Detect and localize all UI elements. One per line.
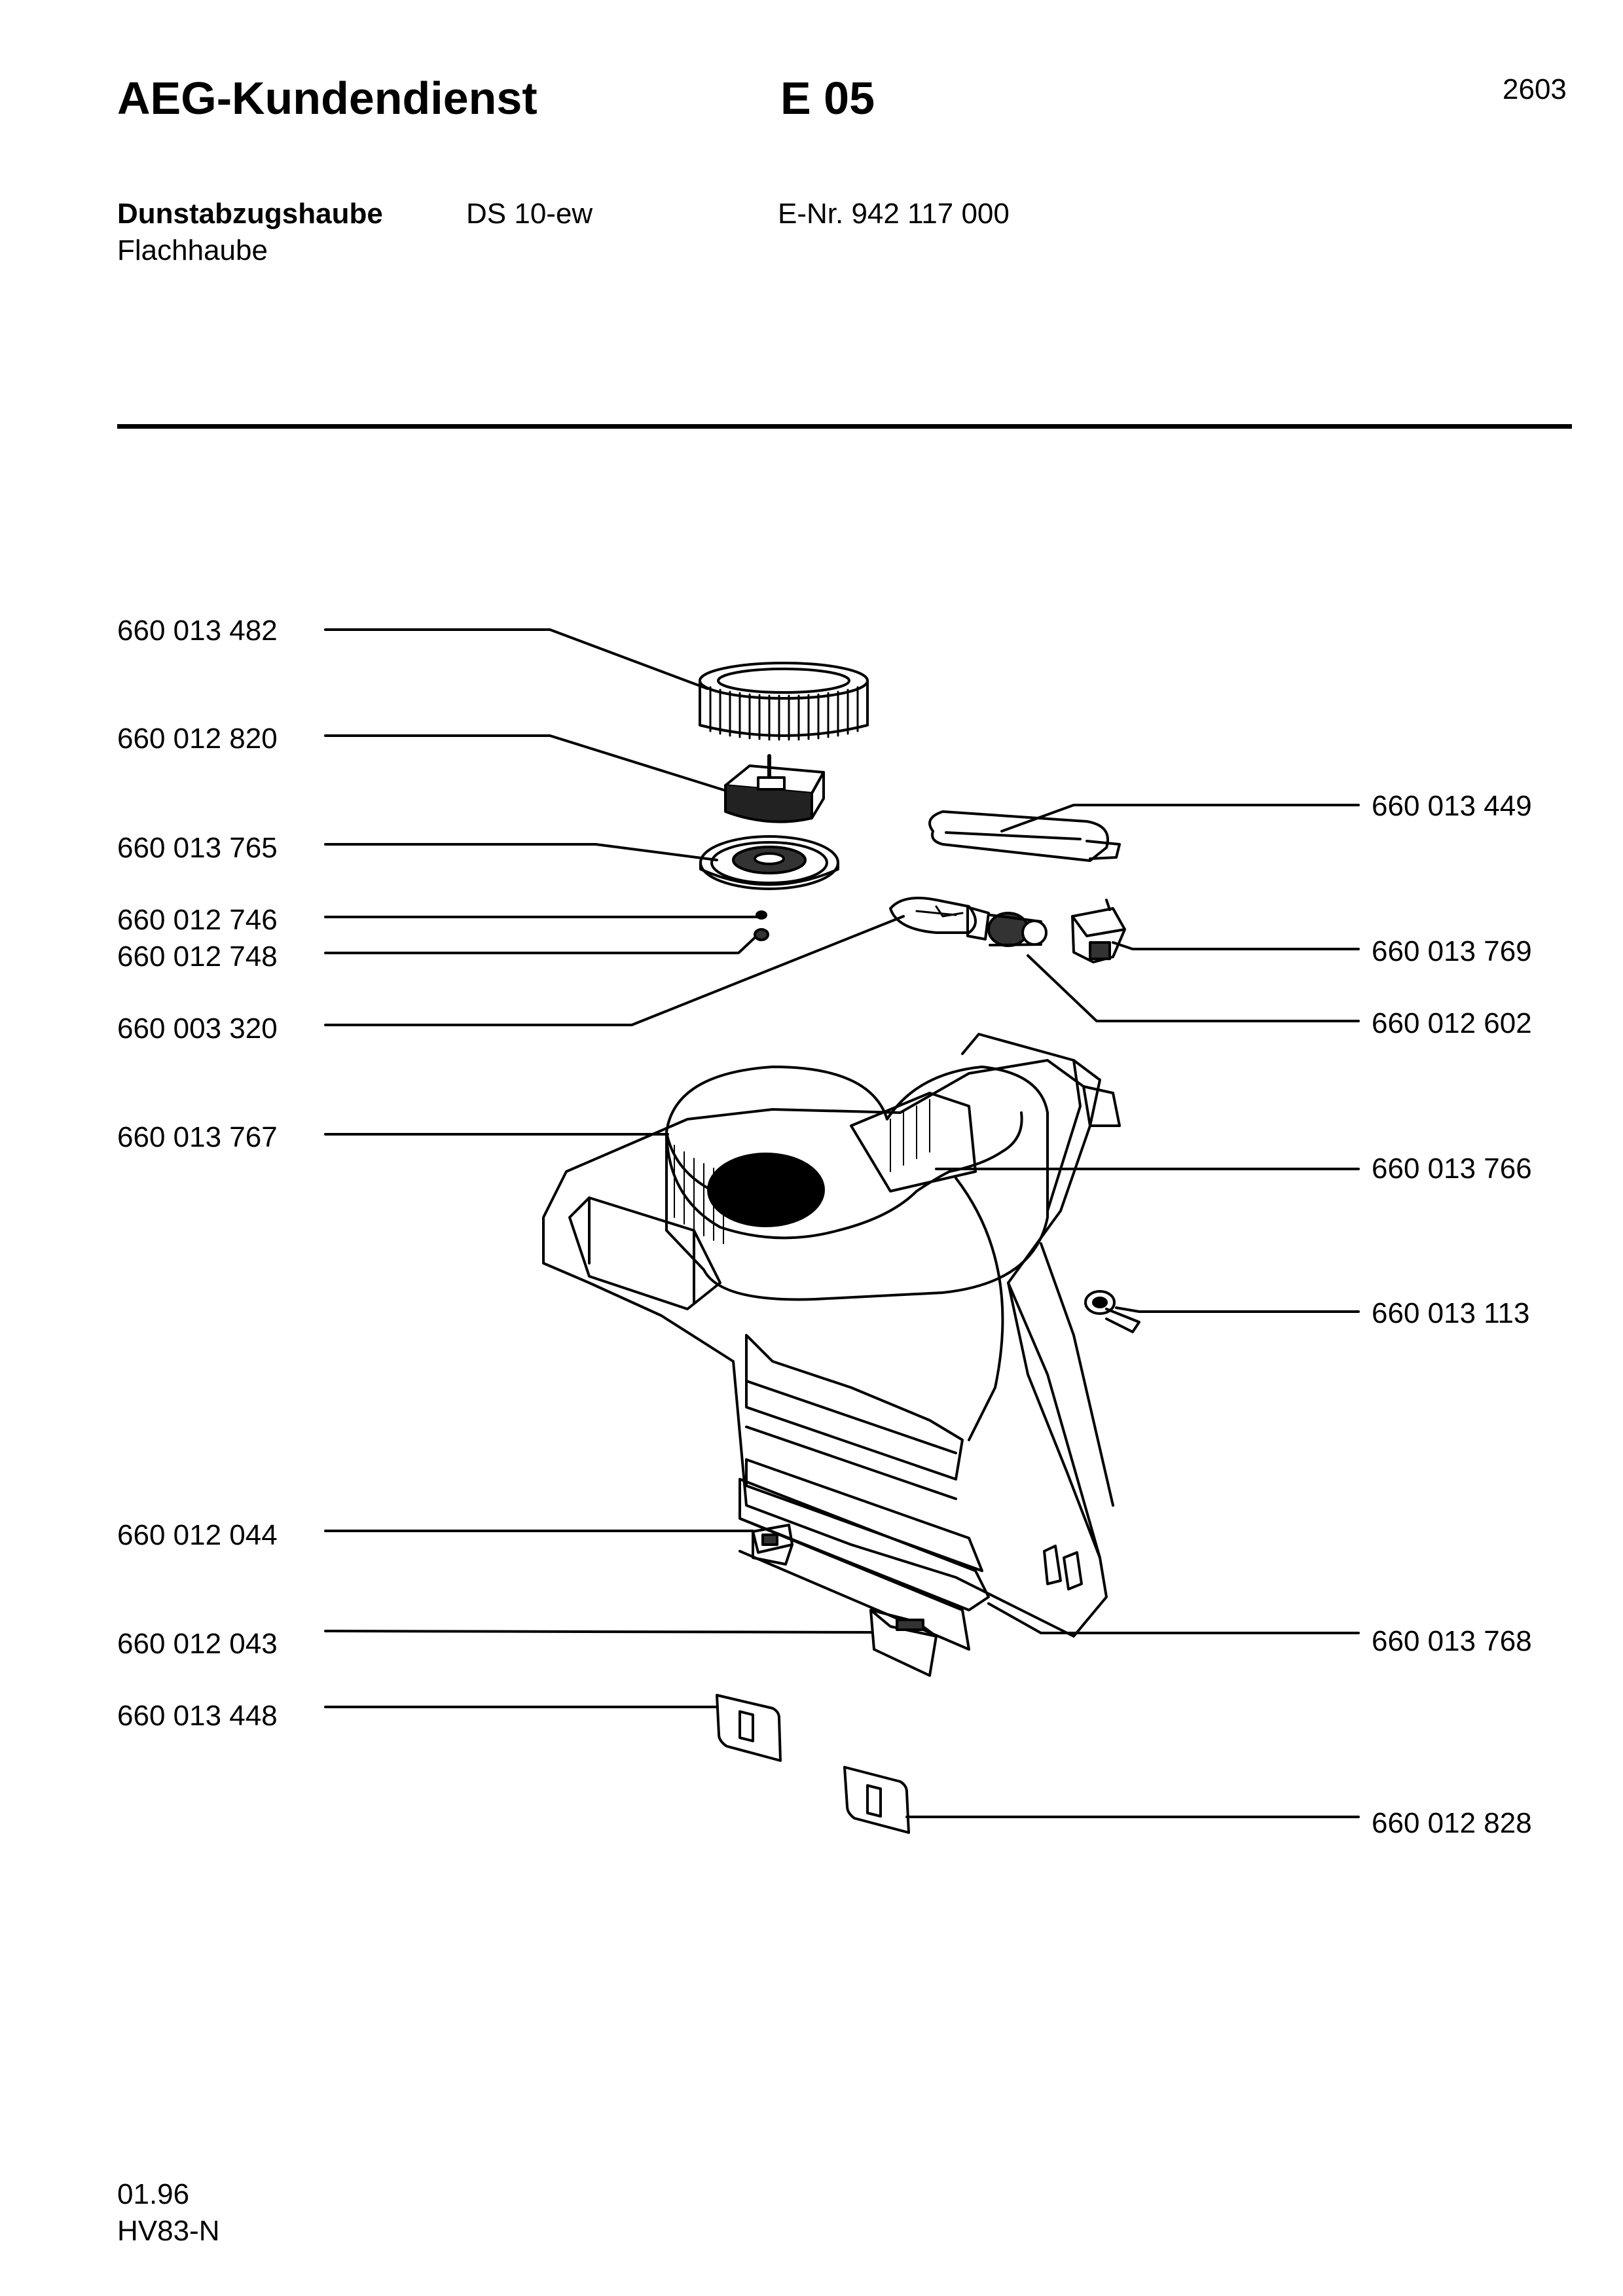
part-label: 660 013 449 <box>1372 790 1532 822</box>
hood-housing <box>542 1033 1121 1651</box>
lamp-cover <box>928 810 1121 862</box>
lamp-holder <box>966 906 1048 947</box>
part-label: 660 012 602 <box>1372 1007 1532 1039</box>
page-number: 2603 <box>1503 73 1567 105</box>
product-name: Dunstabzugshaube <box>117 198 383 230</box>
section-code: E 05 <box>780 73 875 124</box>
part-label: 660 012 828 <box>1372 1807 1532 1839</box>
screw <box>754 928 769 941</box>
screw-small <box>756 910 767 920</box>
part-label: 660 003 320 <box>117 1013 278 1045</box>
part-label: 660 012 820 <box>117 723 278 755</box>
product-enr: E-Nr. 942 117 000 <box>778 198 1010 230</box>
motor-base-plate <box>699 835 839 890</box>
part-label: 660 013 769 <box>1372 935 1532 967</box>
filter-clip <box>843 1766 910 1834</box>
print-date: 01.96 <box>117 2178 190 2210</box>
connector-strip <box>869 1609 938 1677</box>
light-bulb <box>889 897 977 934</box>
mounting-clip <box>752 1524 793 1566</box>
part-label: 660 013 768 <box>1372 1625 1532 1657</box>
switch-clips <box>1043 1545 1083 1590</box>
part-label: 660 013 113 <box>1372 1297 1529 1329</box>
document-id: HV83-N <box>117 2215 220 2247</box>
brand-title: AEG-Kundendienst <box>117 73 538 124</box>
part-label: 660 013 482 <box>117 615 278 647</box>
part-label: 660 013 448 <box>117 1700 278 1732</box>
switch-block <box>1071 899 1126 963</box>
filter-clip <box>716 1694 782 1762</box>
part-label: 660 012 746 <box>117 904 278 936</box>
motor <box>724 754 825 823</box>
part-label: 660 013 767 <box>117 1121 278 1153</box>
leader-lines-left <box>324 628 905 1708</box>
part-label: 660 012 044 <box>117 1519 278 1551</box>
product-model: DS 10-ew <box>466 198 593 230</box>
control-knob <box>1084 1290 1140 1333</box>
product-subtype: Flachhaube <box>117 234 268 266</box>
leader-lines-right <box>905 804 1360 1818</box>
header-divider <box>117 424 1572 429</box>
blower-wheel <box>699 662 869 741</box>
part-label: 660 013 766 <box>1372 1153 1532 1185</box>
part-label: 660 012 043 <box>117 1628 278 1660</box>
part-label: 660 012 748 <box>117 941 278 973</box>
part-label: 660 013 765 <box>117 832 278 864</box>
